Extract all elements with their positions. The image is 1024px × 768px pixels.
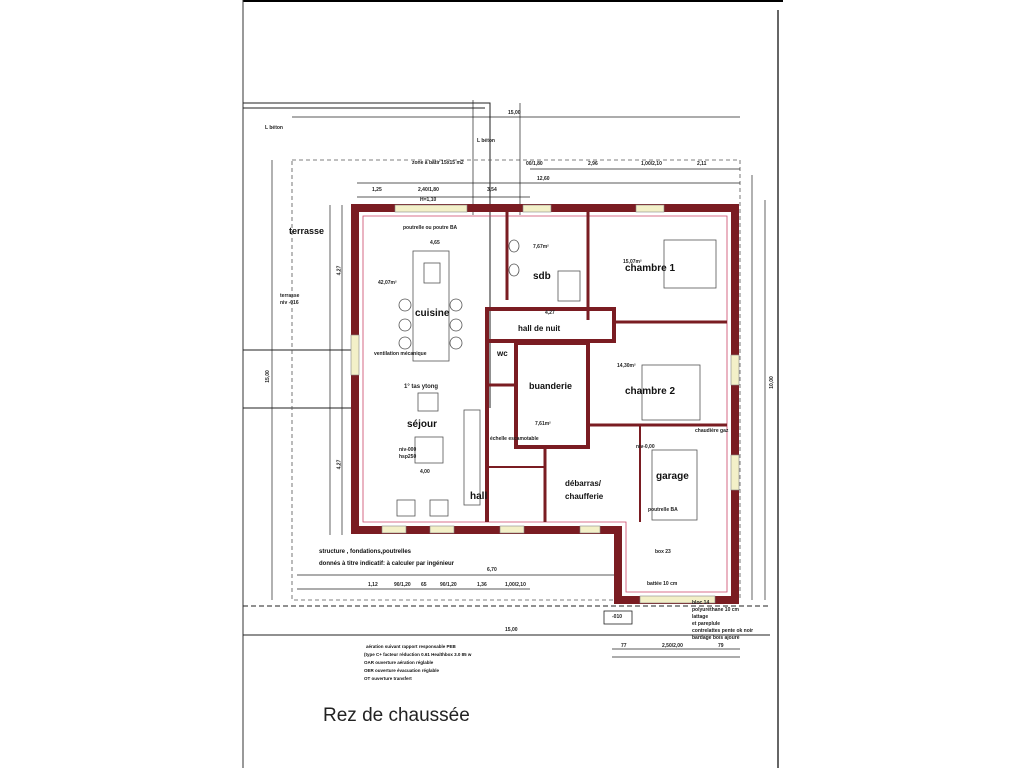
annotation: lattage [692, 614, 709, 620]
area-label: 15,07m² [623, 259, 642, 265]
annotation: 1° tas ytong [404, 384, 439, 390]
annotation: bloc 14 [692, 600, 710, 606]
area-label: 7,67m² [533, 244, 549, 250]
annotation: niv-000 [399, 447, 417, 453]
dimension-label: 1,00/2,10 [641, 161, 662, 167]
dimension-label: 2,11 [697, 161, 707, 167]
ventilation-note: (type C+ facteur réduction 0.61 Healthbo… [364, 652, 472, 657]
dimension-label: 1,25 [372, 187, 382, 193]
annotation: contrelattes pente ok noir [692, 628, 754, 634]
ventilation-note: OT ouverture transfert [364, 676, 412, 681]
ventilation-note: aération suivant rapport responsable PEB [366, 644, 456, 649]
dimension-label: 90/1,20 [440, 582, 457, 588]
annotation: poutrelle ou poutre BA [403, 225, 458, 231]
dimension-label: 15,00 [508, 110, 521, 116]
area-label: 7,61m² [535, 421, 551, 427]
dimension-label: 4,00 [420, 469, 430, 475]
annotation: poutrelle BA [648, 507, 678, 513]
annotation: niv-0,00 [636, 444, 655, 450]
annotation: hsp250 [399, 454, 417, 460]
annotation: terrasse [280, 293, 300, 299]
ventilation-note: OER ouverture évacuation réglable [364, 668, 440, 673]
annotation: ventilation mécanique [374, 351, 427, 357]
dimension-label: 2,50/2,00 [662, 643, 683, 649]
dimension-label: 65 [421, 582, 427, 588]
dimension-label: 4,27 [545, 310, 555, 316]
annotation: battée 10 cm [647, 581, 678, 587]
dimension-lines [271, 100, 766, 658]
room-label-debarras: débarras/ [565, 479, 602, 488]
annotation: et pareplule [692, 621, 721, 627]
dimension-label: 12,60 [537, 176, 550, 182]
dimension-label: 79 [718, 643, 724, 649]
annotation: box 23 [655, 549, 671, 555]
room-label-chaufferie: chaufferie [565, 492, 604, 501]
dimension-label: 2,40/1,80 [418, 187, 439, 193]
building-zone [291, 159, 741, 601]
dimension-label: 15,00 [264, 370, 271, 383]
annotation: échelle escamotable [490, 436, 539, 442]
room-label-terrasse: terrasse [289, 226, 325, 236]
dimension-label: 15,00 [505, 627, 518, 633]
dimension-label: 4,27 [336, 265, 343, 276]
structure-note: donnés à titre indicatif: à calculer par… [319, 561, 455, 567]
annotation: chaudière gaz [695, 428, 729, 434]
annotation: bardage bois ajouré [692, 635, 740, 641]
windows [350, 204, 740, 604]
dimension-label: 1,12 [368, 582, 378, 588]
room-label-chambre-1: chambre 1 [625, 263, 676, 274]
room-label-sejour: séjour [407, 419, 438, 430]
annotation: polyuréthane 10 cm [692, 607, 739, 613]
room-label-hall: hall [470, 491, 488, 502]
level-label: -010 [612, 614, 623, 620]
dimension-label: 90/1,20 [394, 582, 411, 588]
dimension-label: 4,27 [336, 459, 343, 470]
dimension-label: 10,00 [768, 376, 775, 389]
annotation: L béton [477, 138, 495, 144]
plan-title: Rez de chaussée [323, 705, 470, 726]
ventilation-note: OAR ouverture aération réglable [364, 660, 434, 665]
dimension-label: 00/1,80 [526, 161, 543, 167]
annotation: zone à bâtir 15x15 m2 [412, 160, 464, 166]
dimension-label: 4,65 [430, 240, 440, 246]
dimension-label: 3,54 [487, 187, 497, 193]
room-label-garage: garage [656, 471, 689, 482]
room-label-cuisine: cuisine [415, 308, 450, 319]
annotation: L béton [265, 125, 283, 131]
room-label-buanderie: buanderie [529, 381, 573, 391]
annotation: niv -016 [280, 300, 299, 306]
room-label-hall-de-nuit: hall de nuit [518, 324, 561, 333]
dimension-label: 77 [621, 643, 627, 649]
dimension-label: 6,70 [487, 567, 497, 573]
dimension-label: 2,96 [588, 161, 598, 167]
structure-note: structure , fondations,poutrelles [319, 549, 412, 555]
room-label-chambre-2: chambre 2 [625, 386, 676, 397]
room-label-sdb: sdb [533, 271, 551, 282]
room-label-wc: wc [497, 349, 508, 358]
furniture [396, 239, 717, 625]
area-label: 42,07m² [378, 280, 397, 286]
terrace-outline [243, 102, 491, 408]
dimension-label: H=1,10 [420, 197, 437, 203]
dimension-label: 1,36 [477, 582, 487, 588]
dimension-label: 1,00/2,10 [505, 582, 526, 588]
area-label: 14,30m² [617, 363, 636, 369]
walls [351, 204, 739, 604]
